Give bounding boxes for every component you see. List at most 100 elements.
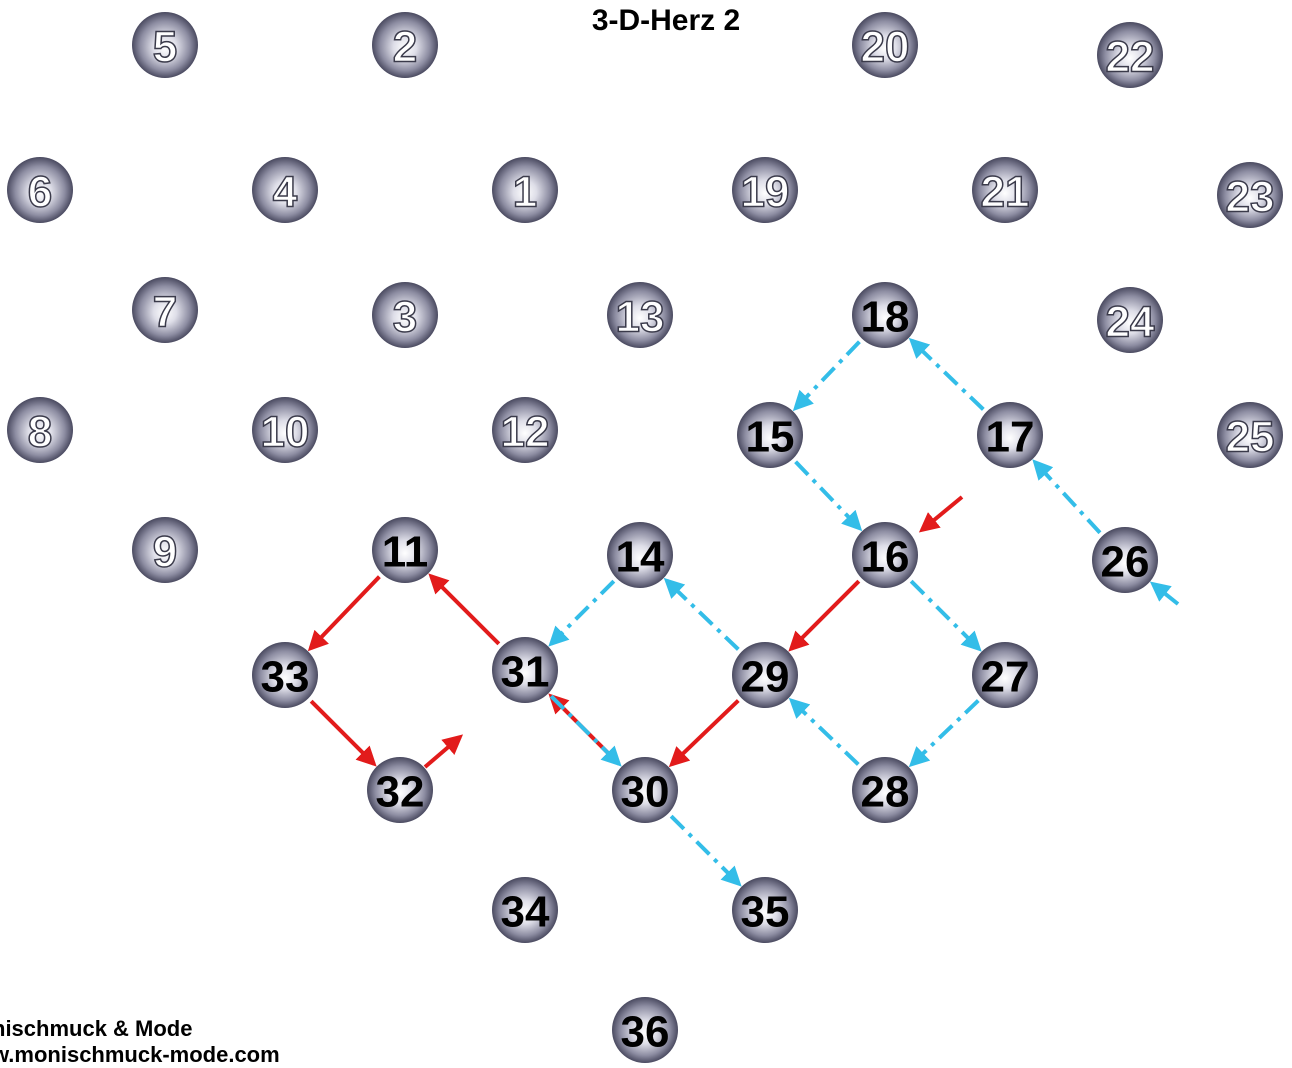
bead-34 <box>492 877 558 943</box>
red-arrow-11-33 <box>307 575 381 652</box>
cyan-arrow-27-28 <box>908 699 980 768</box>
bead-label-13: 13 <box>616 293 665 342</box>
bead-label-26: 26 <box>1101 538 1150 587</box>
bead-20 <box>852 12 918 78</box>
bead-label-10: 10 <box>261 408 310 457</box>
bead-label-2: 2 <box>393 23 417 72</box>
bead-35 <box>732 877 798 943</box>
bead-label-14: 14 <box>616 533 665 582</box>
bead-3 <box>372 282 438 348</box>
page-title: 3-D-Herz 2 <box>591 4 741 37</box>
cyan-arrow-16-27 <box>909 579 982 652</box>
footer-line-1: nischmuck & Mode <box>0 1016 193 1041</box>
footer-credit: nischmuck & Mode w.monischmuck-mode.com <box>0 1016 280 1068</box>
red-arrow-start <box>918 495 964 533</box>
cyan-arrow-15-16 <box>794 460 863 532</box>
bead-21 <box>972 157 1038 223</box>
bead-label-27: 27 <box>981 653 1030 702</box>
bead-19 <box>732 157 798 223</box>
bead-label-3: 3 <box>393 293 417 342</box>
cyan-arrow-30-35 <box>669 814 742 887</box>
bead-label-34: 34 <box>501 888 550 937</box>
bead-label-33: 33 <box>261 653 310 702</box>
bead-label-22: 22 <box>1106 33 1155 82</box>
bead-label-15: 15 <box>746 413 795 462</box>
bead-11 <box>372 517 438 583</box>
bead-4 <box>252 157 318 223</box>
bead-label-30: 30 <box>621 768 670 817</box>
footer-line-2: w.monischmuck-mode.com <box>0 1042 280 1067</box>
bead-22 <box>1097 22 1163 88</box>
bead-26 <box>1092 527 1158 593</box>
bead-7 <box>132 277 198 343</box>
beads-layer <box>7 12 1283 1063</box>
cyan-arrow-14-31 <box>548 579 616 647</box>
bead-31 <box>492 637 558 703</box>
bead-label-5: 5 <box>153 23 177 72</box>
bead-label-6: 6 <box>28 168 52 217</box>
bead-30 <box>612 757 678 823</box>
cyan-arrow-18-15 <box>792 340 861 412</box>
bead-32 <box>367 757 433 823</box>
bead-label-28: 28 <box>861 768 910 817</box>
bead-5 <box>132 12 198 78</box>
bead-6 <box>7 157 73 223</box>
bead-16 <box>852 522 918 588</box>
bead-label-4: 4 <box>273 168 298 217</box>
bead-label-19: 19 <box>741 168 790 217</box>
cyan-arrow-17-18 <box>908 337 985 411</box>
red-arrow-33-32 <box>309 699 377 767</box>
bead-label-24: 24 <box>1106 298 1155 347</box>
bead-25 <box>1217 402 1283 468</box>
bead-label-7: 7 <box>153 288 177 337</box>
bead-label-18: 18 <box>861 293 910 342</box>
bead-15 <box>737 402 803 468</box>
bead-label-8: 8 <box>28 408 52 457</box>
bead-8 <box>7 397 73 463</box>
bead-33 <box>252 642 318 708</box>
bead-label-20: 20 <box>861 23 910 72</box>
bead-12 <box>492 397 558 463</box>
bead-2 <box>372 12 438 78</box>
bead-label-9: 9 <box>153 528 177 577</box>
bead-27 <box>972 642 1038 708</box>
bead-label-25: 25 <box>1226 413 1275 462</box>
bead-label-32: 32 <box>376 768 425 817</box>
red-arrow-16-29 <box>788 579 861 652</box>
bead-18 <box>852 282 918 348</box>
bead-17 <box>977 402 1043 468</box>
bead-1 <box>492 157 558 223</box>
bead-label-12: 12 <box>501 408 550 457</box>
bead-28 <box>852 757 918 823</box>
bead-29 <box>732 642 798 708</box>
bead-label-11: 11 <box>382 528 429 577</box>
red-arrow-31-11 <box>428 573 501 646</box>
bead-label-21: 21 <box>981 168 1030 217</box>
thread-paths <box>307 337 1180 887</box>
bead-label-31: 31 <box>501 648 550 697</box>
bead-label-23: 23 <box>1226 173 1275 222</box>
cyan-arrow-26-17 <box>1032 459 1102 535</box>
cyan-arrow-start <box>1149 581 1180 606</box>
bead-23 <box>1217 162 1283 228</box>
bead-label-17: 17 <box>986 413 1035 462</box>
bead-label-29: 29 <box>741 653 790 702</box>
red-arrow-end <box>423 734 464 769</box>
bead-36 <box>612 997 678 1063</box>
cyan-arrow-28-29 <box>788 697 860 766</box>
red-arrow-29-30 <box>668 699 740 768</box>
bead-label-36: 36 <box>621 1008 670 1057</box>
bead-label-35: 35 <box>741 888 790 937</box>
cyan-arrow-31-30 <box>549 694 622 767</box>
bead-24 <box>1097 287 1163 353</box>
bead-14 <box>607 522 673 588</box>
bead-label-1: 1 <box>513 168 537 217</box>
bead-10 <box>252 397 318 463</box>
cyan-arrow-29-14 <box>663 577 740 651</box>
bead-13 <box>607 282 673 348</box>
bead-9 <box>132 517 198 583</box>
bead-label-16: 16 <box>861 533 910 582</box>
